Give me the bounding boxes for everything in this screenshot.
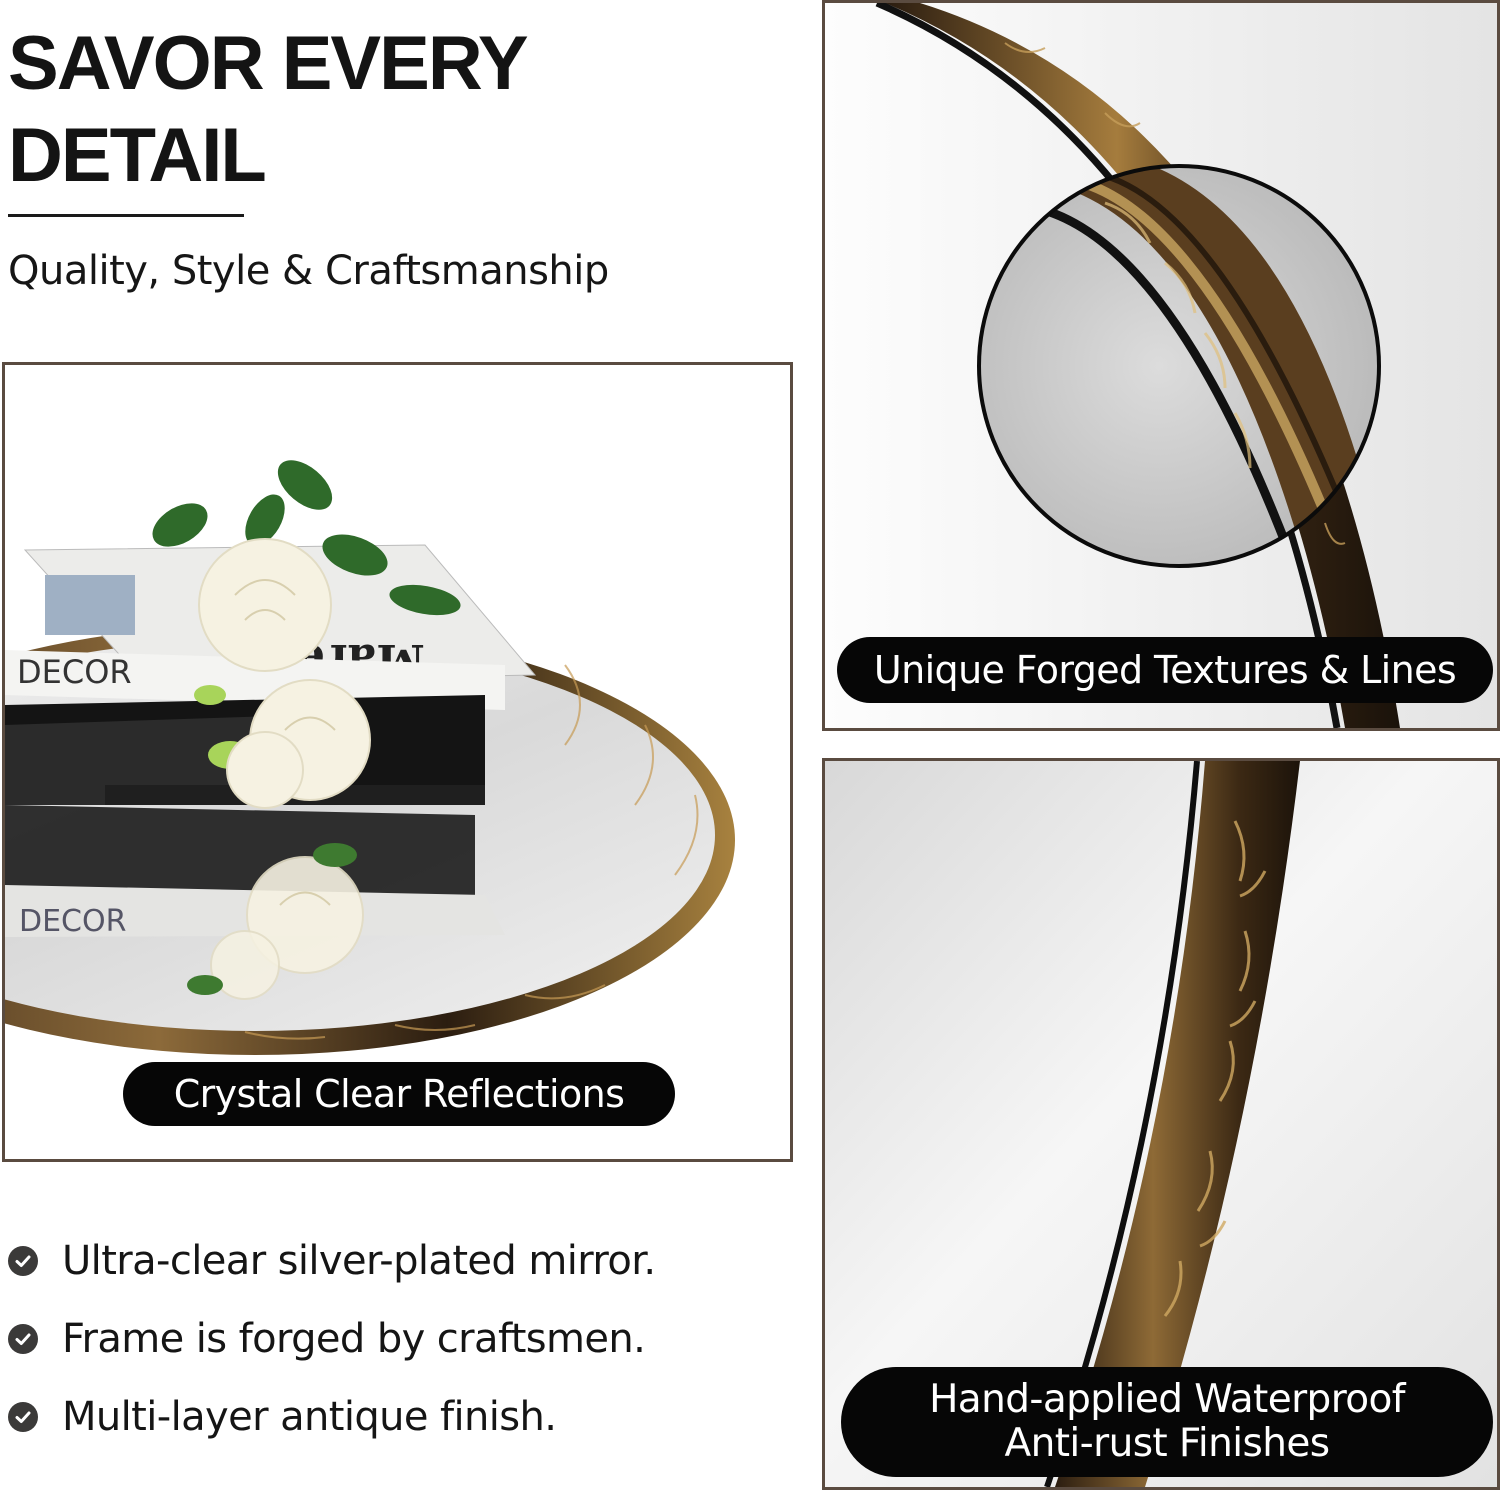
forged-texture-panel: Unique Forged Textures & Lines bbox=[822, 0, 1500, 731]
subtitle: Quality, Style & Craftsmanship bbox=[8, 248, 609, 294]
caption-crystal-clear: Crystal Clear Reflections bbox=[123, 1062, 675, 1126]
check-circle-icon bbox=[8, 1324, 38, 1354]
headline: SAVOR EVERY DETAIL bbox=[8, 18, 628, 202]
feature-item: Multi-layer antique finish. bbox=[8, 1378, 655, 1456]
caption-forged-textures: Unique Forged Textures & Lines bbox=[837, 637, 1493, 703]
feature-text: Multi-layer antique finish. bbox=[62, 1394, 557, 1440]
headline-line-2: DETAIL bbox=[8, 113, 267, 198]
reflection-photo-panel: Marei DECOR DECOR bbox=[2, 362, 793, 1162]
finish-closeup-panel: Hand-applied Waterproof Anti-rust Finish… bbox=[822, 758, 1500, 1490]
check-circle-icon bbox=[8, 1246, 38, 1276]
feature-item: Frame is forged by craftsmen. bbox=[8, 1300, 655, 1378]
forged-frame-closeup bbox=[825, 3, 1497, 728]
feature-text: Ultra-clear silver-plated mirror. bbox=[62, 1238, 656, 1284]
check-circle-icon bbox=[8, 1402, 38, 1432]
caption-line-1: Hand-applied Waterproof bbox=[929, 1377, 1405, 1422]
caption-line-2: Anti-rust Finishes bbox=[1004, 1421, 1330, 1466]
antique-finish-closeup bbox=[825, 761, 1497, 1487]
feature-text: Frame is forged by craftsmen. bbox=[62, 1316, 646, 1362]
mirror-with-books-illustration: Marei DECOR DECOR bbox=[5, 460, 735, 1055]
headline-divider bbox=[8, 214, 244, 217]
reflected-spine-text: DECOR bbox=[19, 904, 126, 939]
feature-list: Ultra-clear silver-plated mirror. Frame … bbox=[8, 1222, 656, 1456]
feature-item: Ultra-clear silver-plated mirror. bbox=[8, 1222, 656, 1300]
headline-line-1: SAVOR EVERY bbox=[8, 21, 529, 106]
caption-waterproof-finish: Hand-applied Waterproof Anti-rust Finish… bbox=[841, 1367, 1493, 1477]
book-spine-text: DECOR bbox=[17, 653, 132, 691]
